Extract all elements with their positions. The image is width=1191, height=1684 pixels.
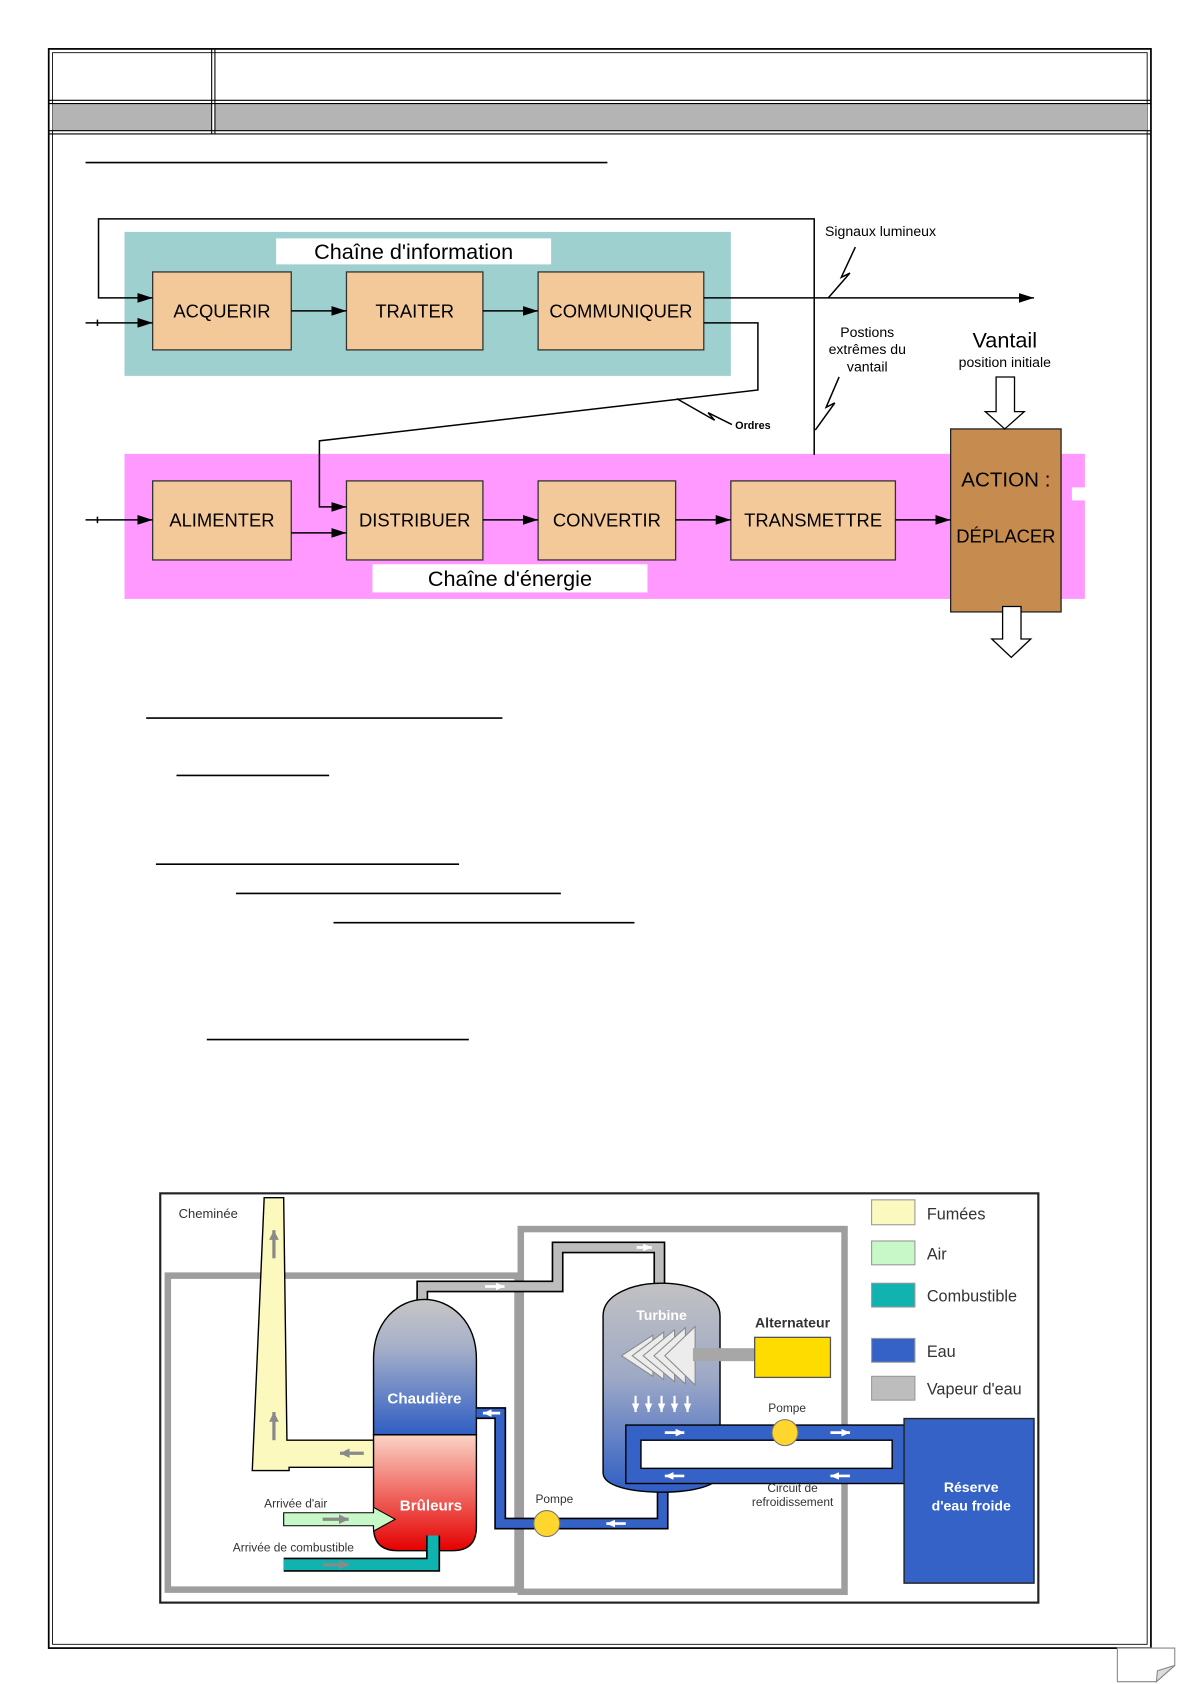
signals-label: Signaux lumineux <box>825 223 936 239</box>
positions-label-line2: extrêmes du <box>829 341 906 357</box>
orders-arrow <box>318 322 759 512</box>
air-inlet-label: Arrivée d'air <box>264 1496 327 1510</box>
action-verb: DÉPLACER <box>956 526 1055 547</box>
legend-swatch-smoke <box>871 1199 916 1226</box>
header-cell-shaded-right <box>214 103 1148 131</box>
orders-zigzag <box>676 397 733 426</box>
functional-chain-diagram: Chaîne d'information Chaîne d'énergie AC… <box>85 218 1086 659</box>
block-transmettre <box>730 480 897 561</box>
legend-label-steam: Vapeur d'eau <box>927 1381 1022 1399</box>
boiler <box>372 1298 478 1436</box>
cooling-circuit-label-line2: refroidissement <box>752 1495 834 1509</box>
burners <box>372 1434 478 1552</box>
info-chain-label: Chaîne d'information <box>314 239 513 264</box>
legend-swatch-fuel <box>871 1282 916 1308</box>
block-acquerir-label: ACQUERIR <box>173 300 270 321</box>
turbine-shaft <box>692 1348 756 1362</box>
block-distribuer <box>345 480 484 561</box>
steam-pipe <box>417 1243 664 1303</box>
block-traiter <box>345 271 484 351</box>
block-convertir <box>537 480 677 561</box>
vantail-title: Vantail <box>972 328 1037 353</box>
energy-chain-label: Chaîne d'énergie <box>428 566 592 591</box>
feedwater-pump-label: Pompe <box>535 1492 573 1506</box>
signals-zigzag <box>827 246 857 299</box>
turbine-blades <box>620 1325 696 1387</box>
legend-label-smoke: Fumées <box>927 1205 986 1223</box>
action-block <box>949 428 1062 613</box>
positions-label-line1: Postions <box>840 324 894 340</box>
info-chain-label-box <box>276 238 552 265</box>
legend-swatch-water <box>871 1337 916 1363</box>
block-alimenter-label: ALIMENTER <box>169 509 274 530</box>
chimney-label: Cheminée <box>179 1206 238 1221</box>
vantail-output-arrow <box>990 605 1033 659</box>
fuel-inlet-label: Arrivée de combustible <box>233 1541 354 1555</box>
page-frame <box>47 48 1152 1649</box>
header-cell-shaded-left <box>52 103 212 131</box>
legend-swatch-air <box>871 1240 916 1266</box>
legend-label-water: Eau <box>927 1343 956 1361</box>
cooling-pump <box>771 1419 799 1447</box>
alternator <box>754 1336 832 1379</box>
block-transmettre-label: TRANSMETTRE <box>744 509 882 530</box>
burners-label: Brûleurs <box>400 1498 462 1515</box>
answer-lines <box>146 717 635 1041</box>
legend-swatch-steam <box>871 1375 916 1401</box>
boiler-label: Chaudière <box>387 1390 461 1407</box>
cooling-circuit-inner <box>640 1439 893 1470</box>
alternator-label: Alternateur <box>755 1315 831 1331</box>
block-communiquer-label: COMMUNIQUER <box>549 300 692 321</box>
legend-label-air: Air <box>927 1245 947 1263</box>
block-traiter-label: TRAITER <box>375 300 454 321</box>
vantail-subtitle: position initiale <box>959 354 1051 370</box>
cold-water-reserve <box>903 1417 1035 1584</box>
block-distribuer-label: DISTRIBUER <box>359 509 470 530</box>
block-alimenter <box>152 480 292 561</box>
action-title: ACTION : <box>961 468 1050 491</box>
power-plant-figure: Cheminée Chaudière Brûleurs Arrivée d'ai… <box>159 1192 1040 1604</box>
cooling-circuit-label-line1: Circuit de <box>767 1481 818 1495</box>
block-convertir-label: CONVERTIR <box>553 509 661 530</box>
positions-label-line3: vantail <box>847 359 888 375</box>
vantail-input-arrow <box>983 376 1026 430</box>
cold-water-reserve-label-line1: Réserve <box>944 1479 999 1495</box>
legend-label-fuel: Combustible <box>927 1288 1017 1306</box>
cooling-pump-label: Pompe <box>768 1401 806 1415</box>
orders-label: Ordres <box>735 420 770 432</box>
cold-water-reserve-label-line2: d'eau froide <box>932 1498 1011 1514</box>
header-table <box>48 48 1151 135</box>
turbine-building-wall <box>517 1225 848 1596</box>
legend: Fumées Air Combustible Eau Vapeur d'eau <box>871 1199 1022 1401</box>
feedwater-pump <box>533 1510 561 1538</box>
turbine-label: Turbine <box>636 1307 687 1323</box>
page-corner-fold-icon <box>1116 1647 1176 1683</box>
steam-down-arrows <box>631 1395 692 1413</box>
positions-zigzag <box>814 376 840 431</box>
block-acquerir <box>152 271 292 351</box>
energy-chain-label-box <box>372 564 648 593</box>
energy-chain-notch <box>1071 487 1086 501</box>
block-communiquer <box>537 271 705 351</box>
